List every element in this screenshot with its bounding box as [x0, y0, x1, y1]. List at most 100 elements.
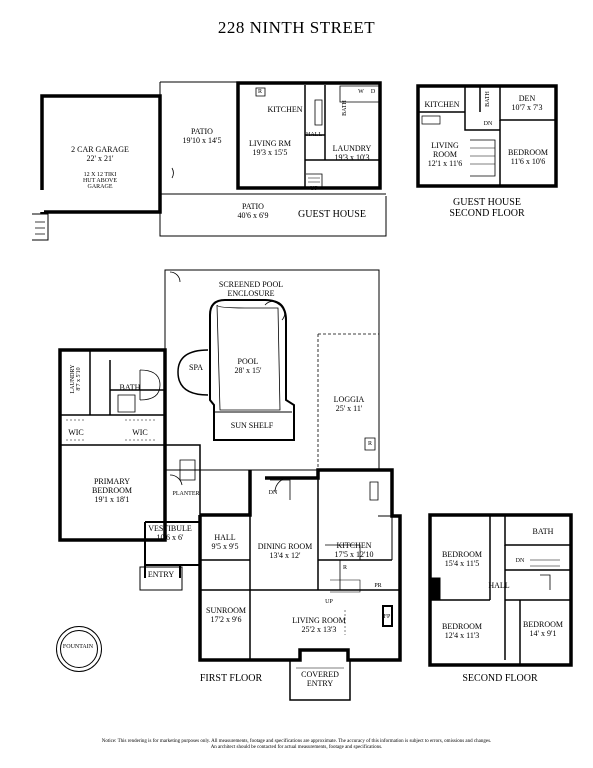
room-label-vestibule: VESTIBULE 10'6 x 6' — [148, 524, 192, 542]
room-label-wic-2: WIC — [132, 428, 148, 437]
room-size: 11'6 x 10'6 — [510, 157, 546, 166]
area-label-fountain: FOUNTAIN — [62, 644, 94, 650]
room-label-pr: PR — [374, 583, 382, 589]
room-label-dining: DINING ROOM 13'4 x 12' — [258, 542, 312, 560]
room-name: 2 CAR GARAGE — [71, 145, 129, 154]
room-label-covered-entry: COVERED ENTRY — [301, 670, 339, 688]
fireplace-label: FP — [383, 614, 391, 620]
room-size: 19'3 x 15'5 — [252, 148, 288, 157]
room-size: 25' x 11' — [335, 404, 363, 413]
room-name: PATIO — [191, 127, 213, 136]
appliance-label-r-loggia: R — [367, 441, 373, 447]
garage-note: 12 X 12 TIKI HUT ABOVE GARAGE — [82, 172, 118, 190]
guest-house-walls — [159, 81, 387, 237]
room-label-sunroom: SUNROOM 17'2 x 9'6 — [206, 606, 246, 624]
room-label-gs-bath: BATH — [485, 91, 491, 107]
appliance-label-r-kitchen: R — [342, 565, 348, 571]
room-label-gh-living: LIVING RM 19'3 x 15'5 — [249, 139, 291, 157]
room-label-bedroom-3: BEDROOM 14' x 9'1 — [523, 620, 563, 638]
room-size: 25'2 x 13'3 — [301, 625, 337, 634]
room-name: LOGGIA — [333, 395, 365, 404]
room-size: 19'3 x 10'3 — [334, 153, 370, 162]
room-size: 28' x 15' — [234, 366, 262, 375]
room-size: 9'5 x 9'5 — [211, 542, 239, 551]
room-name: DINING ROOM — [257, 542, 313, 551]
room-label-primary-bedroom: PRIMARY BEDROOM 19'1 x 18'1 — [82, 477, 142, 504]
primary-wing-walls — [58, 348, 201, 542]
section-label-guest-house: GUEST HOUSE — [298, 209, 366, 220]
room-size: 17'5 x 12'10 — [334, 550, 374, 559]
room-label-bedroom-2: BEDROOM 12'4 x 11'3 — [442, 622, 482, 640]
room-size: 10'7 x 7'3 — [511, 103, 543, 112]
stair-label-dn-main: DN — [268, 490, 278, 496]
room-size: 40'6 x 6'9 — [237, 211, 269, 220]
stair-label-dn: DN — [483, 121, 493, 127]
room-label-wic-1: WIC — [68, 428, 84, 437]
room-name: LIVING RM — [249, 139, 291, 148]
stair-label-up-main: UP — [325, 599, 333, 605]
room-name: HALL — [214, 533, 236, 542]
room-size: 12'1 x 11'6 — [427, 159, 463, 168]
stair-label-dn-2nd: DN — [515, 558, 525, 564]
room-name: BEDROOM — [522, 620, 564, 629]
room-label-entry: ENTRY — [147, 570, 175, 579]
section-label-guest-house-second: GUEST HOUSE SECOND FLOOR — [449, 197, 524, 219]
room-label-gh-bath: BATH — [342, 100, 348, 116]
room-name: SUNROOM — [205, 606, 247, 615]
room-size: 10'6 x 6' — [156, 533, 184, 542]
room-size: 19'1 x 18'1 — [94, 495, 130, 504]
page-title: 228 NINTH STREET — [217, 18, 376, 37]
room-name: KITCHEN — [336, 541, 372, 550]
second-floor-walls — [428, 513, 573, 667]
room-name: BEDROOM — [441, 550, 483, 559]
room-size: 17'2 x 9'6 — [210, 615, 242, 624]
room-label-garage: 2 CAR GARAGE 22' x 21' — [71, 145, 129, 163]
appliance-label-d: D — [370, 89, 376, 95]
room-label-bath-2nd: BATH — [532, 527, 554, 536]
room-name: DEN — [518, 94, 536, 103]
room-name: BEDROOM — [507, 148, 549, 157]
room-label-gs-bedroom: BEDROOM 11'6 x 10'6 — [508, 148, 548, 166]
area-label-screened-pool: SCREENED POOL ENCLOSURE — [218, 280, 284, 298]
disclaimer-notice: Notice: This rendering is for marketing … — [101, 739, 492, 750]
room-label-living: LIVING ROOM 25'2 x 13'3 — [292, 616, 346, 634]
room-size: 14' x 9'1 — [529, 629, 557, 638]
garage-walls — [32, 94, 162, 241]
room-label-gs-kitchen: KITCHEN — [424, 100, 460, 109]
room-label-gs-den: DEN 10'7 x 7'3 — [512, 94, 543, 112]
room-name: BEDROOM — [441, 622, 483, 631]
section-label-second-floor: SECOND FLOOR — [462, 673, 538, 684]
room-label-gh-laundry: LAUNDRY 19'3 x 10'3 — [333, 144, 372, 162]
guest-second-walls — [416, 84, 558, 188]
room-label-loggia: LOGGIA 25' x 11' — [334, 395, 365, 413]
room-name: LAUNDRY — [332, 144, 372, 153]
room-label-gh-hall: HALL — [306, 132, 322, 138]
room-label-gs-living: LIVING ROOM 12'1 x 11'6 — [425, 141, 465, 168]
room-label-patio: PATIO 19'10 x 14'5 — [183, 127, 222, 145]
room-label-patio-2: PATIO 40'6 x 6'9 — [238, 202, 269, 220]
area-label-spa: SPA — [189, 363, 203, 372]
fountain-symbol — [56, 626, 102, 672]
area-label-pool: POOL 28' x 15' — [235, 357, 262, 375]
section-label-first-floor: FIRST FLOOR — [199, 673, 263, 684]
room-label-gh-kitchen: KITCHEN — [267, 105, 303, 114]
room-size: 15'4 x 11'5 — [444, 559, 480, 568]
appliance-label-w: W — [358, 89, 364, 95]
section-label-line-1: GUEST HOUSE — [453, 197, 521, 208]
room-name: VESTIBULE — [148, 524, 192, 533]
room-size: 19'10 x 14'5 — [182, 136, 222, 145]
room-label-bedroom-1: BEDROOM 15'4 x 11'5 — [442, 550, 482, 568]
main-house-walls — [139, 468, 402, 701]
area-label-sun-shelf: SUN SHELF — [230, 421, 274, 430]
room-label-hall: HALL 9'5 x 9'5 — [212, 533, 239, 551]
room-label-bath: BATH — [119, 383, 141, 392]
room-name: LIVING ROOM — [431, 141, 459, 159]
room-label-hall-2nd: HALL — [488, 581, 510, 590]
room-name: LIVING ROOM — [292, 616, 346, 625]
room-size: 8'7 x 5'10 — [76, 367, 82, 391]
room-name: PATIO — [242, 202, 264, 211]
appliance-label-r: R — [257, 89, 263, 95]
room-name: PRIMARY BEDROOM — [91, 477, 132, 495]
room-size: 13'4 x 12' — [269, 551, 301, 560]
